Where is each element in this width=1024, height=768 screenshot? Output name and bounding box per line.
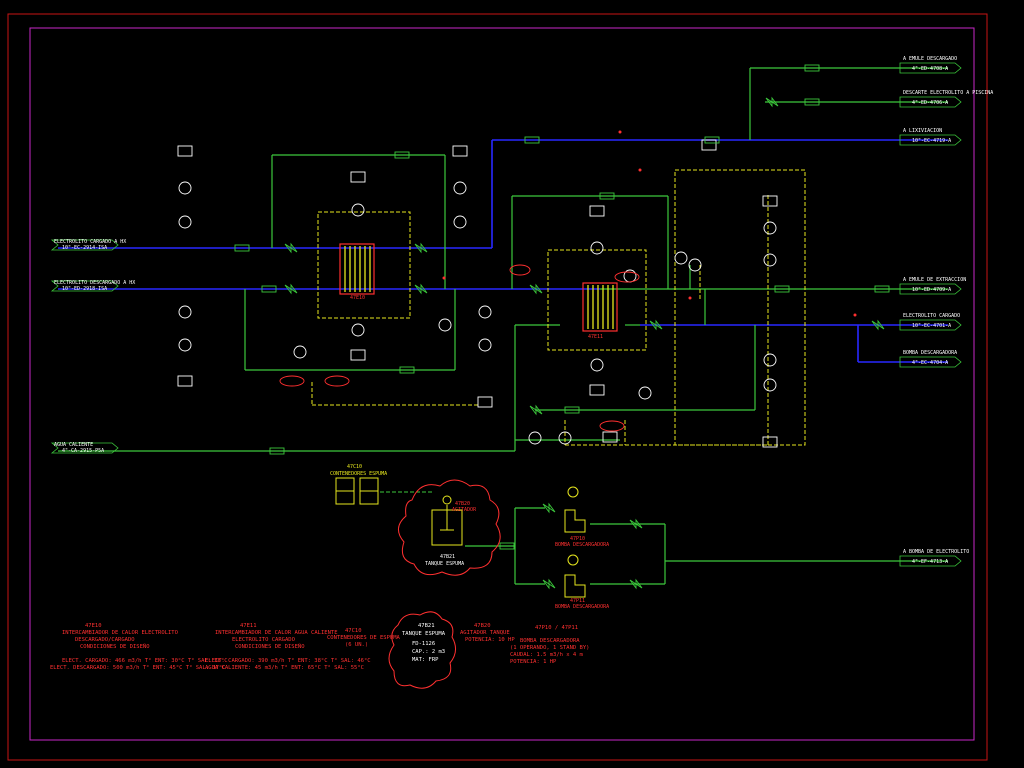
- legend-2-line-3: CONDICIONES DE DISEÑO: [235, 643, 305, 650]
- inlet-1-tag: 10"-EC-2914-ISA: [62, 245, 107, 251]
- pump2-label: BOMBA DESCARGADORA: [555, 604, 609, 610]
- right-outlet-arrows: [899, 62, 962, 567]
- legend-1-tag: 47E10: [85, 623, 102, 629]
- legend-1-line-1: INTERCAMBIADOR DE CALOR ELECTROLITO: [62, 630, 178, 636]
- equipment-legend: 47E10 INTERCAMBIADOR DE CALOR ELECTROLIT…: [50, 623, 589, 671]
- legend-3-line-2: (6 UN.): [345, 642, 368, 648]
- inlet-2-name: ELECTROLITO DESCARGADO A HX: [54, 280, 135, 286]
- outlet-6-name: BOMBA DESCARGADORA: [903, 350, 957, 356]
- legend-4-line-4: MAT: FRP: [412, 657, 439, 663]
- foam-tank-cloud: [398, 479, 501, 576]
- legend-5-line-2: POTENCIA: 10 HP: [465, 637, 515, 643]
- legend-2-line-5: AGUA CALIENTE: 45 m3/h T° ENT: 65°C T° S…: [205, 665, 364, 671]
- inner-frame: [29, 27, 975, 741]
- pump1-tag: 47P10: [570, 536, 585, 542]
- legend-1-line-5: ELECT. DESCARGADO: 500 m3/h T° ENT: 45°C…: [50, 665, 226, 671]
- legend-4-tag: 47B21: [418, 623, 435, 629]
- outlet-7-tag: 4"-EF-4713-A: [912, 559, 948, 565]
- legend-1-line-3: CONDICIONES DE DISEÑO: [80, 643, 150, 650]
- agitator-tag: 47B20: [455, 501, 470, 507]
- legend-2-tag: 47E11: [240, 623, 257, 629]
- blue-process-lines: [58, 139, 948, 363]
- outlet-4-tag: 10"-ED-4709-A: [912, 287, 951, 293]
- legend-1-line-2: DESCARGADO/CARGADO: [75, 637, 135, 643]
- outlet-5-tag: 10"-EC-4701-A: [912, 323, 951, 329]
- red-tag-ovals: [279, 264, 640, 432]
- legend-3-tag: 47C10: [345, 628, 362, 634]
- legend-4-line-2: FD-1126: [412, 641, 435, 647]
- heat-exchanger-hx2: 47E11: [582, 282, 618, 340]
- outlet-3-tag: 10"-EC-4719-A: [912, 138, 951, 144]
- green-process-lines: [58, 67, 948, 585]
- outlet-7-name: A BOMBA DE ELECTROLITO: [903, 549, 969, 555]
- inlet-2-tag: 10"-ED-2918-ISA: [62, 286, 107, 292]
- tank-tag: 47B21: [440, 554, 455, 560]
- legend-3-line-1: CONTENEDORES DE ESPUMA: [327, 635, 401, 641]
- outlet-1-tag: 4"-ED-4708-A: [912, 66, 948, 72]
- hx2-tag: 47E11: [588, 334, 603, 340]
- left-inlet-arrows: [50, 239, 119, 454]
- legend-2-line-2: ELECTROLITO CARGADO: [232, 637, 295, 643]
- right-outlet-labels: A EMULE DESCARGADO 4"-ED-4708-A DESCARTE…: [903, 56, 993, 565]
- outer-frame: [7, 13, 988, 761]
- yellow-signal-lines: [311, 169, 806, 446]
- legend-1-line-4: ELECT. CARGADO: 466 m3/h T° ENT: 30°C T°…: [62, 658, 228, 664]
- legend-cloud: [388, 611, 456, 689]
- red-markers: [442, 130, 857, 317]
- legend-6-line-1: BOMBA DESCARGADORA: [520, 638, 580, 644]
- inlet-1-name: ELECTROLITO CARGADO A HX: [54, 239, 126, 245]
- left-inlet-labels: ELECTROLITO CARGADO A HX 10"-EC-2914-ISA…: [54, 239, 135, 454]
- pump1-label: BOMBA DESCARGADORA: [555, 542, 609, 548]
- outlet-4-name: A EMULE DE EXTRACCION: [903, 277, 966, 283]
- pump2-tag: 47P11: [570, 598, 585, 604]
- legend-2-line-1: INTERCAMBIADOR DE CALOR AGUA CALIENTE: [215, 630, 338, 636]
- outlet-3-name: A LIXIVIACION: [903, 128, 942, 134]
- outlet-2-tag: 4"-ED-4706-A: [912, 100, 948, 106]
- outlet-1-name: A EMULE DESCARGADO: [903, 56, 957, 62]
- foam-container-label: CONTENEDORES ESPUMA: [330, 471, 387, 477]
- line-spec-boxes: [234, 64, 890, 550]
- outlet-6-tag: 4"-EC-4704-A: [912, 360, 948, 366]
- foam-tank: [431, 495, 463, 546]
- pump-47p10: 47P10 BOMBA DESCARGADORA: [555, 486, 609, 548]
- pump-47p11: 47P11 BOMBA DESCARGADORA: [555, 554, 609, 610]
- instrument-boxes: [177, 139, 778, 448]
- legend-6-line-2: (1 OPERANDO, 1 STAND BY): [510, 645, 589, 651]
- legend-6-line-4: POTENCIA: 1 HP: [510, 659, 557, 665]
- legend-4-line-1: TANQUE ESPUMA: [402, 631, 446, 637]
- valves: [284, 96, 885, 590]
- foam-containers: [335, 477, 379, 505]
- legend-6-tag: 47P10 / 47P11: [535, 625, 578, 631]
- legend-4-line-3: CAP.: 2 m3: [412, 649, 445, 655]
- foam-container-tag: 47C10: [347, 464, 362, 470]
- outlet-5-name: ELECTROLITO CARGADO: [903, 313, 960, 319]
- legend-5-tag: 47B20: [474, 623, 491, 629]
- legend-5-line-1: AGITADOR TANQUE: [460, 630, 510, 636]
- legend-2-line-4: ELECT. CARGADO: 390 m3/h T° ENT: 38°C T°…: [205, 658, 371, 664]
- inlet-3-name: AGUA CALIENTE: [54, 442, 93, 448]
- heat-exchanger-hx1: 47E10: [339, 243, 375, 301]
- legend-6-line-3: CAUDAL: 1.5 m3/h x 4 m: [510, 652, 584, 658]
- inlet-3-tag: 4"-CA-2915-P5A: [62, 448, 104, 454]
- outlet-2-name: DESCARTE ELECTROLITO A PISCINA: [903, 90, 993, 96]
- hx1-tag: 47E10: [350, 295, 365, 301]
- agitator-label: AGITADOR: [452, 507, 477, 513]
- tank-label: TANQUE ESPUMA: [425, 561, 464, 567]
